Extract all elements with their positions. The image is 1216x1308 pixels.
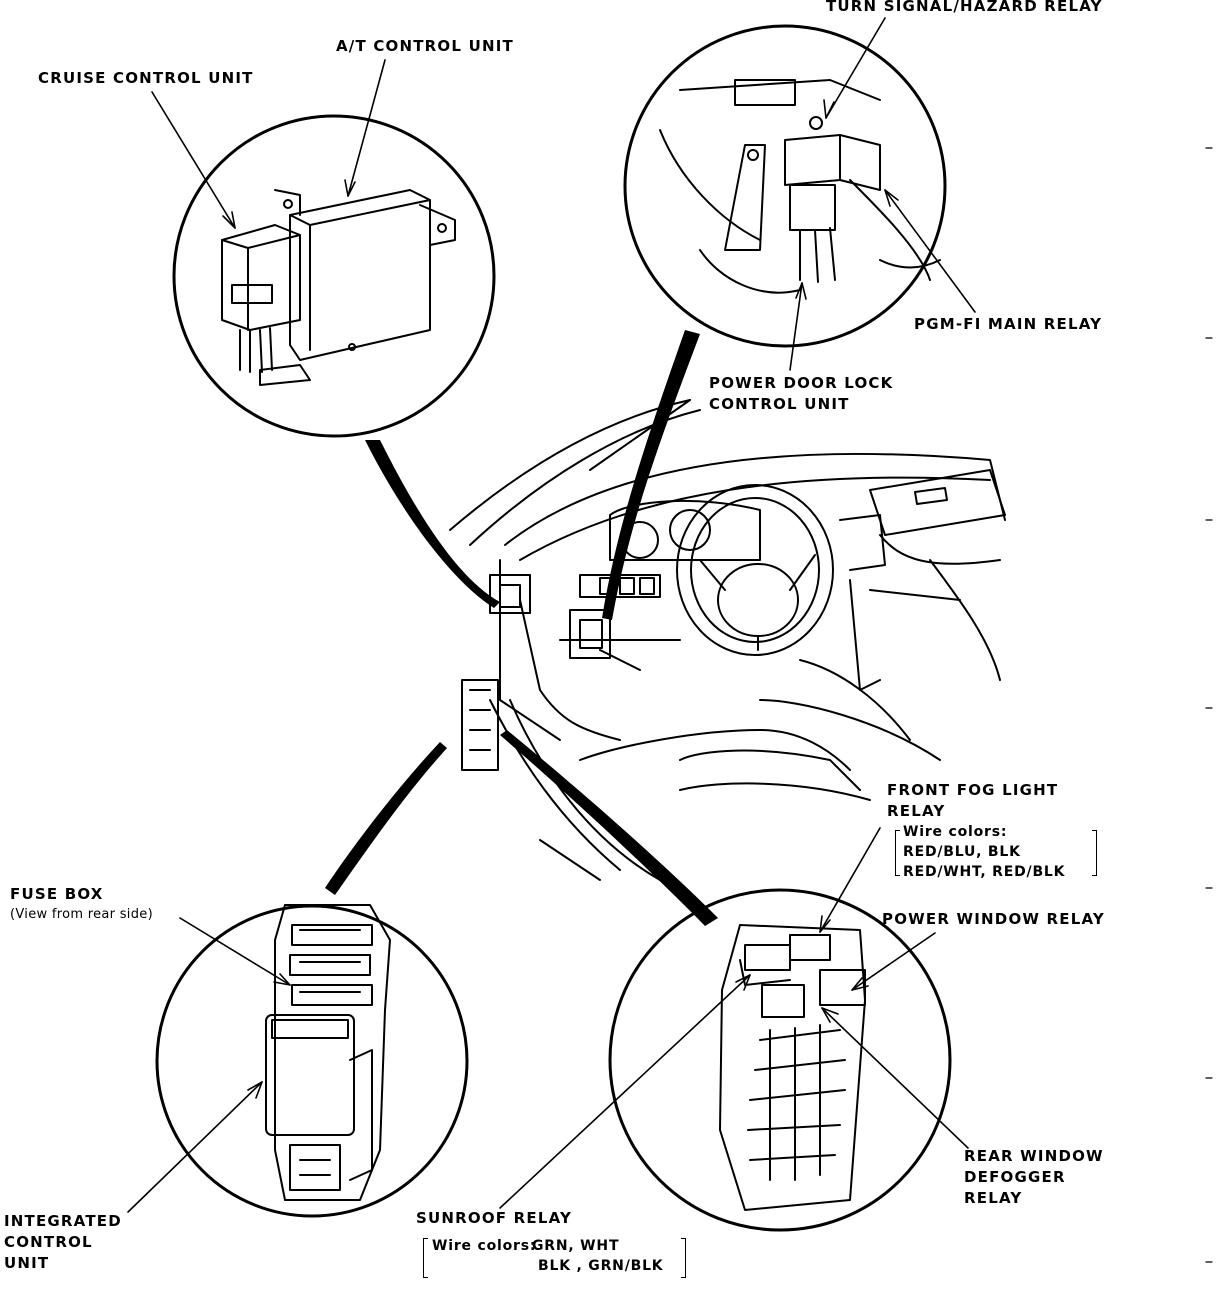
fuse-box-drawing [265,904,391,1201]
sunroof-wire-bracket-right [681,1238,686,1278]
label-turn-signal-relay: TURN SIGNAL/HAZARD RELAY [826,0,1103,15]
edge-ticks [1205,147,1213,1263]
label-at-control-unit: A/T CONTROL UNIT [336,37,514,55]
label-rear-window-line1: REAR WINDOW [964,1147,1104,1165]
label-sunroof-relay: SUNROOF RELAY [416,1209,573,1227]
label-fuse-box: FUSE BOX [10,885,104,903]
dashboard-drawing [449,399,1006,881]
fog-wire-bracket-right [1092,830,1097,876]
fog-wire-line1: RED/BLU, BLK [903,844,1021,860]
sunroof-wire-heading: Wire colors: [432,1238,537,1254]
sunroof-wire-colors: Wire colors:GRN, WHT BLK , GRN/BLK [432,1236,663,1276]
label-power-door-lock-line2: CONTROL UNIT [709,395,850,413]
fog-wire-colors: Wire colors: RED/BLU, BLK RED/WHT, RED/B… [903,822,1065,882]
fog-wire-heading: Wire colors: [903,824,1008,840]
label-power-window-relay: POWER WINDOW RELAY [882,910,1105,928]
label-fuse-box-note: (View from rear side) [10,907,153,922]
sunroof-wire-bracket-left [423,1238,428,1278]
sunroof-wire-line1: GRN, WHT [532,1238,620,1254]
fog-wire-bracket-left [895,830,900,876]
label-rear-window-line2: DEFOGGER [964,1168,1066,1186]
callout-wedges [325,330,718,926]
relays-drawing [659,79,941,294]
circle-top-left [172,114,496,438]
sunroof-wire-line2: BLK , GRN/BLK [538,1258,664,1274]
label-integrated-line3: UNIT [4,1254,50,1272]
label-integrated-control-unit: INTEGRATED CONTROL UNIT [4,1211,122,1274]
label-front-fog-line1: FRONT FOG LIGHT [887,781,1059,799]
circle-top-right [623,24,947,348]
label-cruise-control-unit: CRUISE CONTROL UNIT [38,69,254,87]
fog-wire-line2: RED/WHT, RED/BLK [903,864,1066,880]
label-integrated-line1: INTEGRATED [4,1212,122,1230]
label-power-door-lock-line1: POWER DOOR LOCK [709,374,894,392]
label-rear-window-defogger-relay: REAR WINDOW DEFOGGER RELAY [964,1146,1104,1209]
label-front-fog-line2: RELAY [887,802,946,820]
leader-lines [127,17,976,1213]
circle-bottom-right [608,888,952,1232]
label-pgm-fi-main-relay: PGM-FI MAIN RELAY [914,315,1103,333]
label-integrated-line2: CONTROL [4,1233,93,1251]
at-cruise-units-drawing [221,189,456,386]
label-front-fog-light-relay: FRONT FOG LIGHT RELAY [887,780,1058,822]
circle-bottom-left [155,904,469,1218]
label-rear-window-line3: RELAY [964,1189,1023,1207]
label-power-door-lock: POWER DOOR LOCK CONTROL UNIT [709,373,893,415]
relay-box-drawing [719,924,866,1211]
